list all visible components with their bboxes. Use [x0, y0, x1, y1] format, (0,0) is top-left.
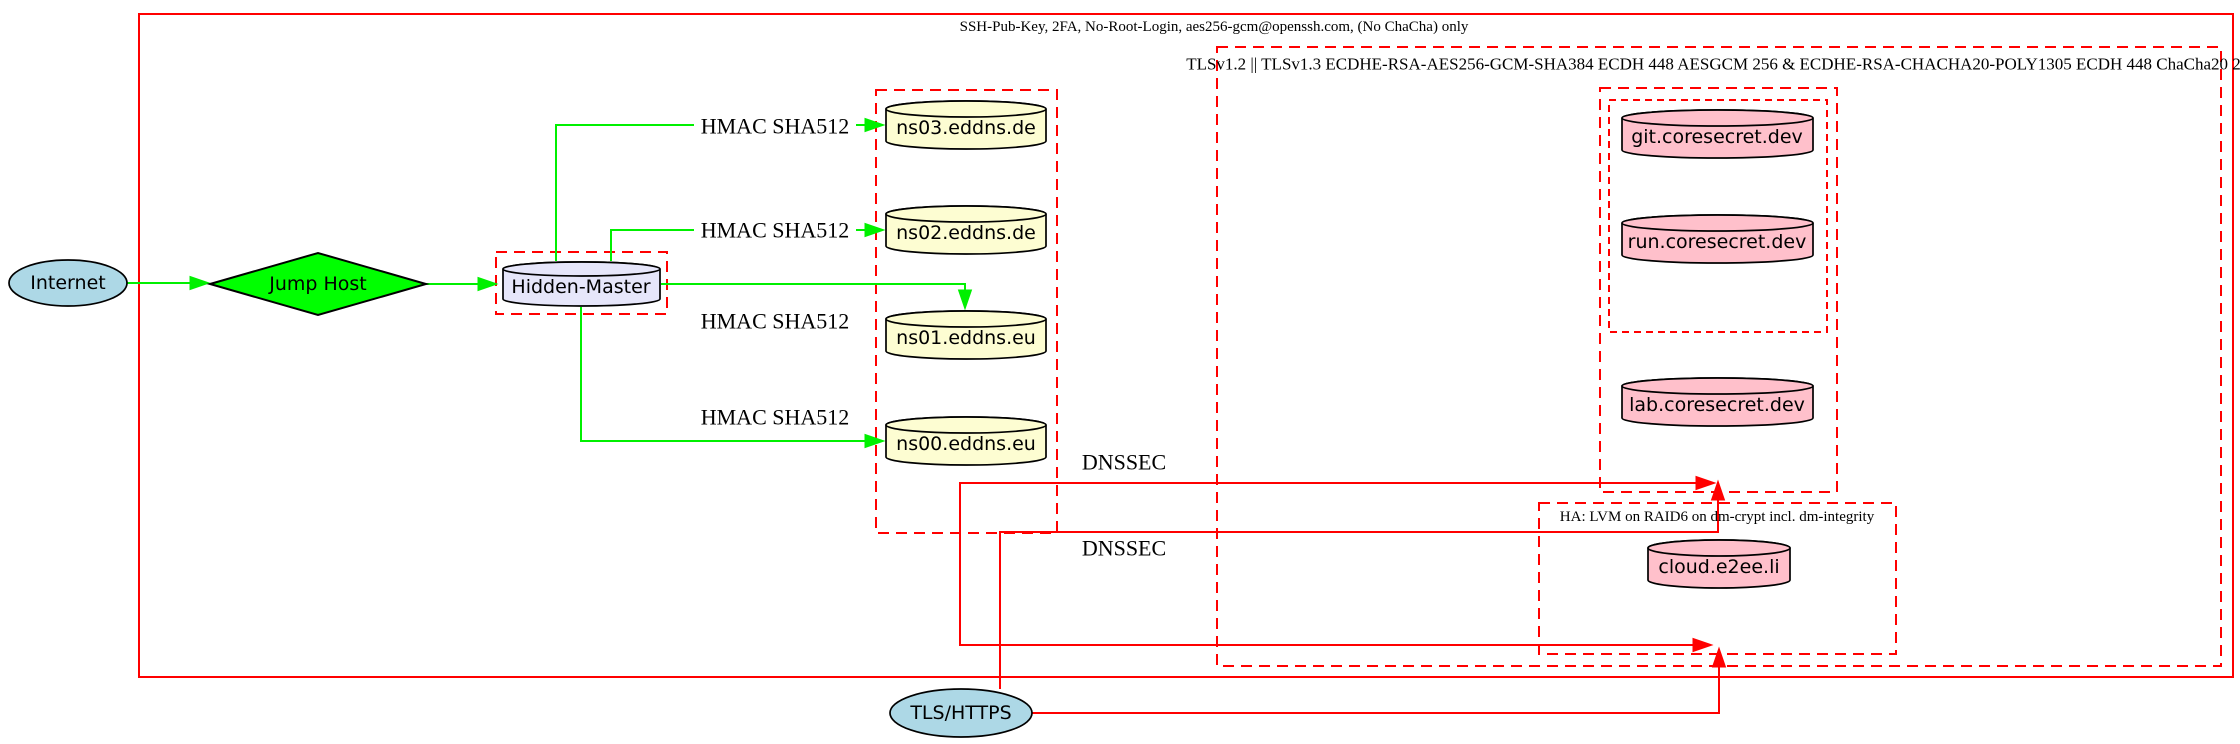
ns01-label: ns01.eddns.eu: [896, 327, 1036, 349]
edge-master-ns00: [580, 307, 866, 442]
edge-master-ns01: [661, 283, 966, 291]
node-tls-https: [889, 688, 1033, 738]
node-jump-host: [206, 251, 430, 317]
node-git-cap: [1621, 109, 1814, 127]
dnssec-label: DNSSEC: [1082, 536, 1166, 561]
hmac-sha512-label: HMAC SHA512: [701, 218, 850, 243]
arrowhead-ns01-icon: [957, 289, 973, 311]
edge-tlshttps-to-servers: [999, 492, 1719, 689]
cluster-dns-box: [875, 89, 1058, 534]
ha-cluster-label: HA: LVM on RAID6 on dm-crypt incl. dm-in…: [1560, 509, 1875, 525]
hmac-sha512-label: HMAC SHA512: [701, 405, 850, 430]
internet-label: Internet: [30, 272, 105, 294]
edge-dnssec-loop: [959, 482, 1697, 646]
tls-https-label: TLS/HTTPS: [909, 702, 1011, 724]
node-ns02-cap: [885, 205, 1047, 223]
node-cloud-cap: [1647, 539, 1791, 557]
cluster-servers-inner-box: [1608, 99, 1828, 333]
node-ns01-cap: [885, 310, 1047, 328]
arrowhead-ns02-icon: [864, 222, 886, 238]
ns00-label: ns00.eddns.eu: [896, 433, 1036, 455]
arrowhead-hiddenmaster-icon: [477, 276, 499, 292]
node-internet: [8, 259, 128, 307]
label-backing: [694, 112, 856, 139]
label-backing: [694, 216, 856, 243]
arrowhead-jumphost-icon: [189, 275, 211, 291]
cluster-ssh-box: [138, 13, 2234, 678]
dnssec-label: DNSSEC: [1082, 450, 1166, 475]
arrowhead-up-ha-icon: [1711, 646, 1727, 668]
arrowhead-up-servers-icon: [1710, 479, 1726, 501]
hmac-sha512-label: HMAC SHA512: [701, 309, 850, 334]
node-ns03-cap: [885, 100, 1047, 118]
node-ns00-cap: [885, 416, 1047, 434]
node-run-cap: [1621, 214, 1814, 232]
edge-tlshttps-to-ha: [1031, 659, 1720, 714]
cloud-label: cloud.e2ee.li: [1658, 556, 1779, 578]
hidden-master-label: Hidden-Master: [511, 276, 650, 298]
hmac-sha512-label: HMAC SHA512: [701, 114, 850, 139]
jump-host-label: Jump Host: [268, 273, 367, 295]
git-label: git.coresecret.dev: [1631, 126, 1803, 148]
arrowhead-right-servers-icon: [1695, 475, 1717, 491]
arrowhead-right-ha-icon: [1692, 637, 1714, 653]
arrowhead-ns00-icon: [864, 433, 886, 449]
ns03-label: ns03.eddns.de: [896, 117, 1036, 139]
lab-label: lab.coresecret.dev: [1629, 394, 1805, 416]
run-label: run.coresecret.dev: [1628, 231, 1807, 253]
ns02-label: ns02.eddns.de: [896, 222, 1036, 244]
node-hidden-master-cap: [502, 261, 661, 277]
tls-cluster-label: TLSv1.2 || TLSv1.3 ECDHE-RSA-AES256-GCM-…: [1186, 55, 2240, 74]
arrowhead-ns03-icon: [864, 117, 886, 133]
ssh-cluster-label: SSH-Pub-Key, 2FA, No-Root-Login, aes256-…: [960, 19, 1469, 35]
node-lab-cap: [1621, 377, 1814, 395]
